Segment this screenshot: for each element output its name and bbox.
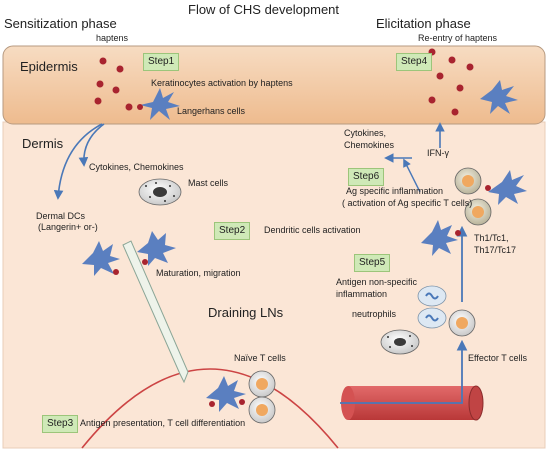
- neutrophil-2: [417, 307, 447, 329]
- nonspecific-label: Antigen non-specific: [336, 277, 418, 287]
- dermis-label: Dermis: [22, 136, 64, 151]
- activated-t-cell-2: [464, 198, 492, 226]
- dermal-dc-1: [82, 241, 120, 276]
- arrow-lc-to-dermis-1: [53, 123, 103, 200]
- dermal-dc-2: [137, 231, 176, 266]
- reentry-label: Re-entry of haptens: [418, 33, 498, 43]
- neutrophil-1: [417, 285, 447, 307]
- effector-t-cells-label: Effector T cells: [468, 353, 528, 363]
- naive-t-cell-2: [248, 396, 276, 424]
- effector-t-cell: [448, 309, 476, 337]
- arrow-ln-to-vessel: [340, 339, 468, 404]
- naive-t-cells-label: Naïve T cells: [234, 353, 286, 363]
- hapten-dots-right: [428, 48, 474, 116]
- langerhans-label: Langerhans cells: [177, 106, 246, 116]
- dermal-dcs-sub-label: (Langerin+ or-): [38, 222, 98, 232]
- ln-dc: [206, 376, 246, 412]
- th1-tc1-label: Th1/Tc1,: [474, 233, 509, 243]
- epidermis-label: Epidermis: [20, 59, 78, 74]
- dermal-dc-2-hapten: [142, 259, 148, 265]
- dermal-dc-1-hapten: [113, 269, 119, 275]
- dc-step6-left-hapten: [455, 230, 461, 236]
- mast-cell-2: [380, 329, 420, 355]
- cytokines-chemokines-label: Cytokines, Chemokines: [89, 162, 184, 172]
- step3-badge: Step3: [42, 415, 79, 433]
- dermal-dcs-label: Dermal DCs: [36, 211, 86, 221]
- ag-specific-label: Ag specific inflammation: [346, 186, 444, 196]
- keratinocytes-label: Keratinocytes activation by haptens: [151, 78, 293, 88]
- arrow-lc-to-dermis-2: [78, 123, 105, 167]
- ag-specific-sub-label: ( activation of Ag specific T cells): [342, 198, 473, 208]
- diagram-title: Flow of CHS development: [188, 2, 340, 17]
- ln-dc-hapten-2: [239, 399, 245, 405]
- step6-badge: Step6: [348, 168, 385, 186]
- arrow-step6-down: [403, 158, 421, 193]
- dc-step6-left: [421, 220, 458, 256]
- nonspecific-sub-label: inflammation: [336, 289, 388, 299]
- dc-step6-right: [488, 170, 527, 205]
- step1-badge: Step1: [143, 53, 180, 71]
- sensitization-phase-label: Sensitization phase: [4, 16, 117, 31]
- step2-badge: Step2: [214, 222, 251, 240]
- hapten-dots-left: [94, 57, 133, 111]
- step4-badge: Step4: [396, 53, 433, 71]
- lymph-node-arc: [81, 368, 339, 449]
- activated-t-cell-1: [454, 167, 482, 195]
- cytokines-2-label: Cytokines,: [344, 128, 387, 138]
- t-cell-hapten: [485, 185, 491, 191]
- mast-cell: [138, 178, 182, 206]
- haptens-label: haptens: [96, 33, 129, 43]
- naive-t-cell-1: [248, 370, 276, 398]
- antigen-presentation-label: Antigen presentation, T cell differentia…: [80, 418, 246, 428]
- draining-lns-label: Draining LNs: [208, 305, 284, 320]
- step5-badge: Step5: [354, 254, 391, 272]
- langerhans-cell: [140, 88, 180, 120]
- ifn-gamma-label: IFN-γ: [427, 148, 449, 158]
- th17-tc17-label: Th17/Tc17: [474, 245, 517, 255]
- chemokines-2-label: Chemokines: [344, 140, 395, 150]
- dc-activation-label: Dendritic cells activation: [264, 225, 361, 235]
- elicitation-phase-label: Elicitation phase: [376, 16, 471, 31]
- lymph-vessel-needle: [122, 240, 189, 384]
- neutrophils-label: neutrophils: [352, 309, 397, 319]
- dc-epidermis-right: [480, 80, 518, 114]
- mast-cells-label: Mast cells: [188, 178, 229, 188]
- maturation-label: Maturation, migration: [156, 268, 241, 278]
- ln-dc-hapten-1: [209, 401, 215, 407]
- langerhans-hapten: [137, 104, 143, 110]
